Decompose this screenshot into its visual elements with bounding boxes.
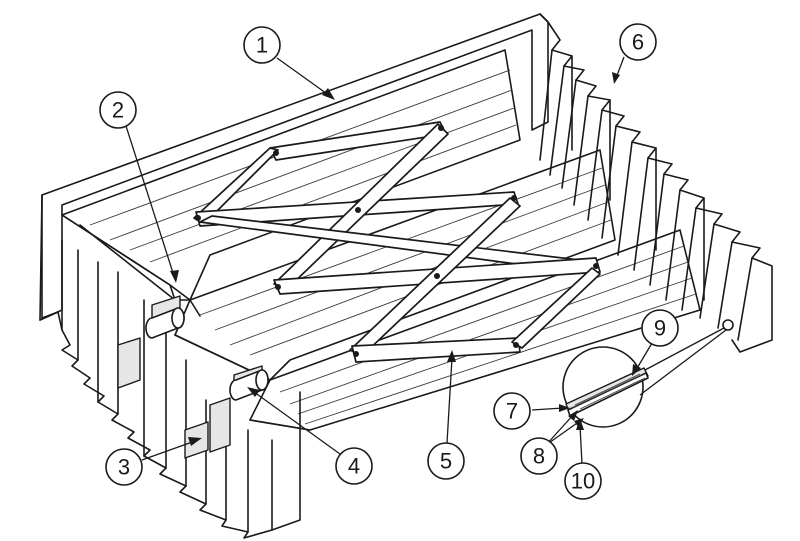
callout-4-label: 4	[348, 454, 360, 479]
callout-2-label: 2	[112, 98, 124, 123]
callout-9: 9	[641, 309, 679, 347]
callout-5-label: 5	[440, 449, 452, 474]
callout-3: 3	[105, 448, 143, 486]
callout-4: 4	[335, 447, 373, 485]
callout-8-label: 8	[533, 444, 545, 469]
callout-5: 5	[427, 442, 465, 480]
callout-9-label: 9	[654, 316, 666, 341]
callout-7-label: 7	[506, 399, 518, 424]
callout-7: 7	[493, 392, 531, 430]
callout-6: 6	[619, 23, 657, 61]
callout-3-label: 3	[118, 455, 130, 480]
callout-1-label: 1	[256, 33, 268, 58]
callout-8: 8	[520, 437, 558, 475]
right-bellows-folds	[539, 21, 773, 353]
scissor-linkage	[193, 121, 601, 363]
detail-magnifier	[562, 319, 734, 428]
hinge-cylinders	[145, 307, 269, 401]
callout-10-label: 10	[571, 469, 595, 494]
callout-2: 2	[99, 91, 137, 129]
leader-lines	[125, 56, 656, 465]
callout-6-label: 6	[632, 30, 644, 55]
left-bellows-folds	[39, 239, 301, 539]
callout-10: 10	[564, 462, 602, 500]
callout-1: 1	[243, 26, 281, 64]
